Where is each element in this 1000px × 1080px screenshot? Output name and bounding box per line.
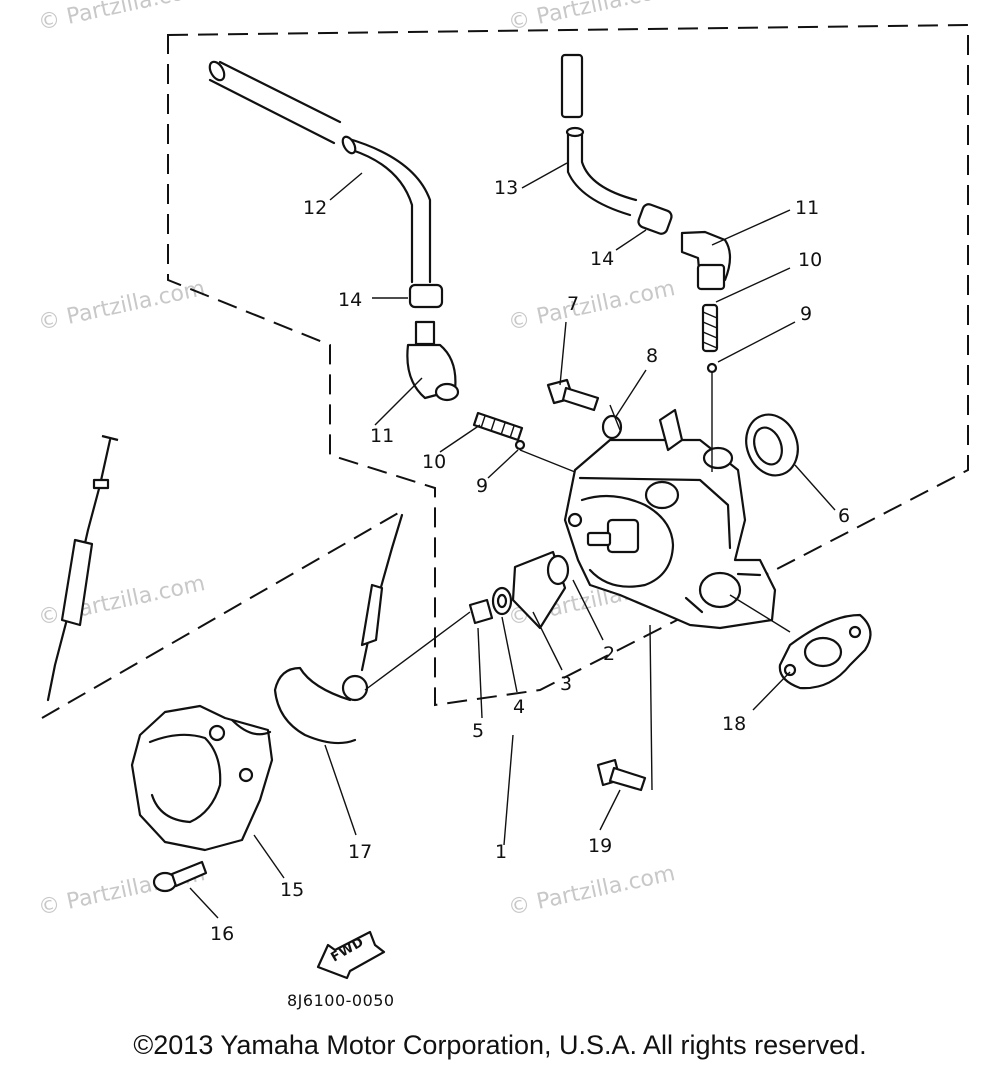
hose-clamp-14 [637, 203, 673, 235]
gasket-18 [778, 613, 872, 690]
callout-4: 4 [513, 696, 525, 718]
callout-18: 18 [722, 713, 746, 735]
oil-pump-body [563, 408, 777, 630]
callout-17: 17 [348, 841, 372, 863]
bolt-7 [546, 378, 600, 412]
callout-14: 14 [590, 248, 614, 270]
watermark-text: © Partzilla.com [36, 571, 207, 631]
bolt-19 [596, 758, 647, 792]
hose-12 [208, 60, 432, 284]
callout-10: 10 [422, 451, 446, 473]
callout-numbers: 12 14 11 10 9 13 14 11 10 9 7 8 6 2 3 4 … [210, 177, 850, 945]
callout-9: 9 [476, 475, 488, 497]
diagram-code: 8J6100-0050 [287, 991, 395, 1010]
watermark-text: © Partzilla.com [506, 276, 677, 336]
watermark-text: © Partzilla.com [506, 861, 677, 921]
callout-3: 3 [560, 673, 572, 695]
watermark-text: © Partzilla.com [36, 276, 207, 336]
fwd-arrow: FWD [316, 930, 386, 980]
assembly-boundary [167, 23, 969, 707]
callout-8: 8 [646, 345, 658, 367]
callout-16: 16 [210, 923, 234, 945]
callout-11: 11 [795, 197, 819, 219]
callout-14: 14 [338, 289, 362, 311]
callout-11: 11 [370, 425, 394, 447]
spring-10 [701, 303, 719, 353]
washer-4-inner [496, 593, 508, 609]
callout-19: 19 [588, 835, 612, 857]
throttle-cable [46, 434, 119, 702]
callout-6: 6 [838, 505, 850, 527]
callout-2: 2 [603, 643, 615, 665]
elbow-fitting-11 [680, 230, 732, 291]
callout-1: 1 [495, 841, 507, 863]
watermark-text: © Partzilla.com [36, 0, 207, 36]
cable-17 [273, 513, 404, 745]
callout-15: 15 [280, 879, 304, 901]
callout-7: 7 [567, 293, 579, 315]
callout-9: 9 [800, 303, 812, 325]
screw-16 [152, 860, 208, 893]
washer-3 [546, 554, 570, 586]
callout-5: 5 [472, 720, 484, 742]
assembly-boundary-left [41, 511, 401, 719]
oil-seal-6 [745, 413, 799, 477]
nut-5 [468, 598, 494, 625]
copyright-notice: ©2013 Yamaha Motor Corporation, U.S.A. A… [133, 1030, 867, 1060]
leader-lines [189, 162, 836, 919]
check-ball-9 [706, 362, 718, 374]
hose-13 [560, 53, 638, 217]
spring-10 [472, 411, 524, 442]
check-ball-9 [514, 439, 526, 451]
callout-12: 12 [303, 197, 327, 219]
callout-10: 10 [798, 249, 822, 271]
callout-13: 13 [494, 177, 518, 199]
elbow-fitting-11 [406, 320, 460, 402]
hose-clamp-14 [408, 283, 444, 309]
pump-cover-15 [130, 704, 274, 852]
